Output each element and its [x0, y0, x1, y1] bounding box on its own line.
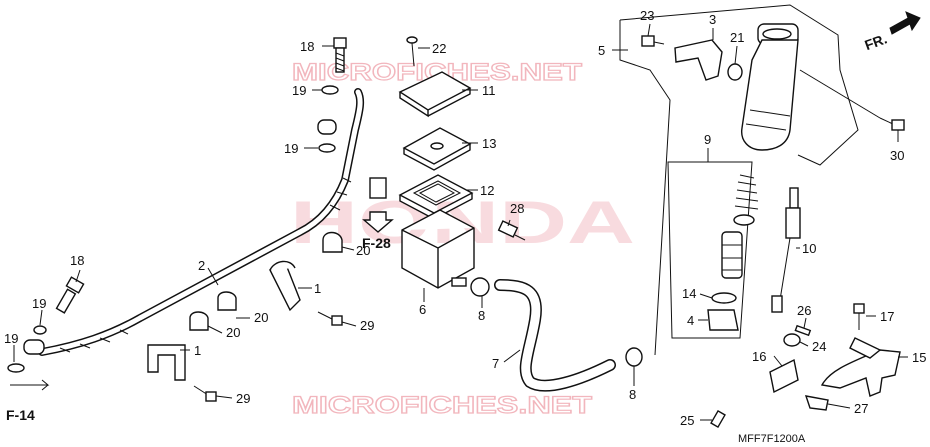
piston-kit-box: [667, 161, 753, 339]
hose-clip-a: [322, 231, 343, 253]
cup-14: [711, 292, 737, 304]
callout-18-upper: 18: [300, 39, 314, 54]
diaphragm-plate: [402, 127, 472, 171]
callout-2: 2: [198, 258, 205, 273]
callout-20-b: 20: [254, 310, 268, 325]
hose-clip-b: [217, 291, 237, 311]
callout-14: 14: [682, 286, 696, 301]
sealing-washer-lower-b: [7, 363, 25, 373]
callout-1-lower: 1: [194, 343, 201, 358]
callout-27: 27: [854, 401, 868, 416]
reservoir-clip: [369, 177, 387, 199]
spring: [734, 174, 759, 210]
callout-8-upper: 8: [478, 308, 485, 323]
bolt-upper: [317, 311, 343, 326]
primary-cup: [733, 214, 755, 226]
pin-clip: [794, 324, 812, 337]
callout-29-upper: 29: [360, 318, 374, 333]
callout-13: 13: [482, 136, 496, 151]
callout-23: 23: [640, 8, 654, 23]
callout-18-lower: 18: [70, 253, 84, 268]
piston: [721, 231, 743, 279]
callout-19-lower-a: 19: [32, 296, 46, 311]
reservoir-tank: [401, 209, 475, 289]
banjo-bolt-lower: [55, 276, 85, 314]
callout-20-a: 20: [356, 243, 370, 258]
callout-16: 16: [752, 349, 766, 364]
callout-15: 15: [912, 350, 926, 365]
pedal-bracket: [820, 337, 901, 397]
fr-arrow-icon: [889, 11, 921, 35]
callout-28: 28: [510, 201, 524, 216]
hose-stay-lower: [147, 344, 186, 381]
callout-7: 7: [492, 356, 499, 371]
callout-12: 12: [480, 183, 494, 198]
reservoir-hose: [494, 279, 616, 392]
callout-24: 24: [812, 339, 826, 354]
callout-11: 11: [482, 83, 496, 98]
callout-8-lower: 8: [629, 387, 636, 402]
banjo-bolt-upper: [333, 37, 347, 73]
ref-arrow-f28: [362, 211, 394, 233]
hose-clip-c: [189, 311, 209, 331]
bracket-bush: [804, 395, 829, 411]
brake-hose: [38, 88, 365, 356]
callout-9: 9: [704, 132, 711, 147]
callout-30: 30: [890, 148, 904, 163]
master-cylinder-bracket-outline: [619, 4, 859, 356]
bracket-bolt: [853, 303, 865, 330]
hose-stay-upper: [269, 260, 301, 312]
callout-22: 22: [432, 41, 446, 56]
screw: [406, 36, 418, 67]
callout-19-mid: 19: [284, 141, 298, 156]
callout-4: 4: [687, 313, 694, 328]
callout-5: 5: [598, 43, 605, 58]
diagram-code: MFF7F1200A: [738, 433, 806, 445]
ref-label-f14: F-14: [6, 407, 35, 423]
hose-clamp-upper: [470, 277, 490, 297]
boot-4: [707, 309, 739, 331]
diaphragm-ribs: [412, 180, 462, 206]
callout-25: 25: [680, 413, 694, 428]
sealing-washer-mid: [318, 143, 336, 153]
plate-hole: [430, 142, 444, 150]
fr-label: FR.: [862, 30, 889, 53]
joint-screw: [641, 35, 665, 47]
o-ring: [727, 63, 743, 81]
callout-26: 26: [797, 303, 811, 318]
hose-joint: [674, 39, 723, 81]
bolt-lower: [193, 385, 217, 402]
reservoir-bolt: [497, 220, 526, 241]
diaphragm: [398, 174, 474, 220]
callout-29-lower: 29: [236, 391, 250, 406]
push-rod: [771, 187, 801, 313]
mounting-bolt: [879, 117, 905, 131]
cotter-pin: [710, 409, 726, 429]
callout-19-lower-b: 19: [4, 331, 18, 346]
bolt-30-line: [799, 69, 881, 119]
callout-3: 3: [709, 12, 716, 27]
callout-1-upper: 1: [314, 281, 321, 296]
watermark-bottom: MICROFICHES.NET: [292, 392, 592, 419]
clevis: [769, 358, 799, 394]
callout-17: 17: [880, 309, 894, 324]
ref-arrow-f14: [10, 379, 50, 391]
banjo-fitting-upper: [317, 119, 337, 135]
callout-21: 21: [730, 30, 744, 45]
callout-6: 6: [419, 302, 426, 317]
sealing-washer-upper: [321, 85, 339, 95]
ref-label-f28: F-28: [362, 235, 391, 251]
callout-20-c: 20: [226, 325, 240, 340]
reservoir-fitting: [451, 277, 467, 287]
banjo-fitting-lower: [23, 339, 45, 355]
master-cylinder-body: [741, 23, 799, 151]
joint-pin: [783, 333, 801, 347]
callout-19-upper: 19: [292, 83, 306, 98]
leader-lines: [13, 23, 908, 421]
callout-10: 10: [802, 241, 816, 256]
sealing-washer-lower-a: [33, 325, 47, 335]
hose-clamp-lower: [625, 347, 643, 367]
